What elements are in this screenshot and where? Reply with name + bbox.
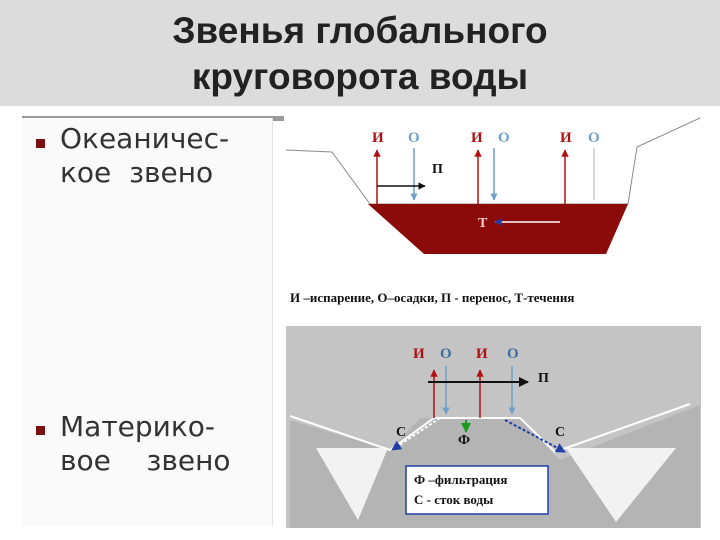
ocean-label-transfer: П [432, 162, 443, 177]
land-basin-left [316, 448, 388, 520]
ocean-water-body [368, 204, 628, 254]
runoff-arrow-right [504, 419, 566, 453]
land-basin-right [566, 448, 676, 522]
bullet-ocean-line-1: Океаничес- [60, 122, 230, 155]
land-legend-runoff: С - сток воды [414, 492, 493, 507]
left-column [22, 118, 273, 526]
ocean-label-evap: И [372, 130, 384, 146]
slide-title-line-2: круговорота воды [191, 56, 529, 97]
land-label-transfer: П [538, 371, 549, 386]
land-label-precip: О [507, 346, 519, 362]
ocean-label-precip: О [408, 130, 420, 146]
bullet-ocean-text: Океаничес- кое звено [60, 122, 229, 190]
title-band [0, 0, 720, 106]
ocean-caption: И –испарение, О–осадки, П - перенос, Т-т… [290, 290, 574, 305]
land-label-evap: И [476, 346, 488, 362]
ocean-label-precip: О [498, 130, 510, 146]
land-label-filtration: Ф [458, 433, 470, 448]
slide-title-line-1: Звенья глобального [172, 10, 548, 51]
bullet-land-text: Материко- вое звено [60, 410, 231, 478]
land-diagram: И О И О П С Ф С Ф –фильтрация С - сток в… [286, 326, 701, 528]
land-label-precip: О [440, 346, 452, 362]
land-ground-line [289, 403, 691, 454]
land-label-runoff-left: С [396, 425, 406, 440]
land-legend-box [405, 465, 549, 515]
ocean-diagram: И О И О И О П Т И –испарение, О–осадки, … [284, 112, 704, 312]
land-label-runoff-right: С [555, 425, 565, 440]
bullet-land-line-2: вое звено [60, 444, 231, 477]
ocean-label-evap: И [560, 130, 572, 146]
bullet-square-icon [36, 139, 45, 148]
ocean-label-precip: О [588, 130, 600, 146]
bullet-land-line-1: Материко- [60, 410, 215, 443]
land-legend-filtration: Ф –фильтрация [414, 472, 507, 487]
ocean-label-current: Т [478, 216, 488, 231]
ocean-label-evap: И [471, 130, 483, 146]
bullet-square-icon [36, 426, 45, 435]
land-label-evap: И [413, 346, 425, 362]
bullet-ocean-line-2: кое звено [60, 156, 214, 189]
